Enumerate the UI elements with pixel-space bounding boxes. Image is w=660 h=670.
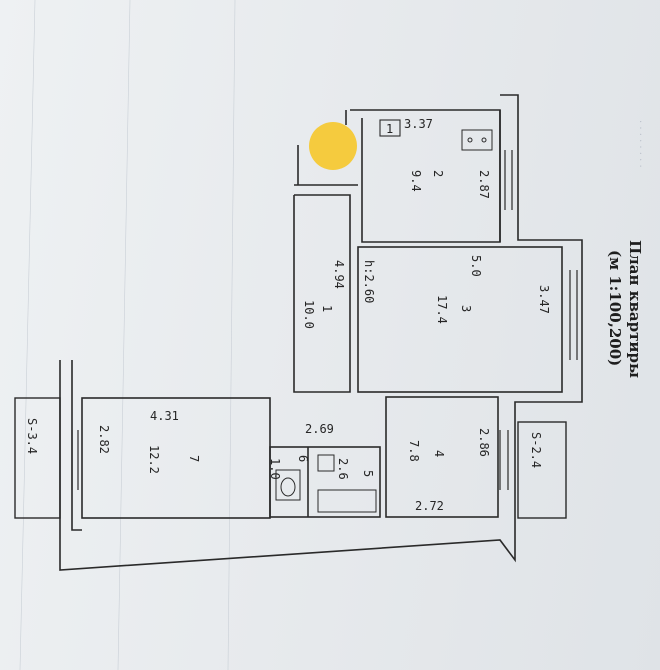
room7-area: 12.2: [147, 445, 161, 474]
room1-id: 1: [320, 305, 334, 312]
room5-id: 5: [361, 470, 375, 477]
walls: [59, 94, 583, 571]
room4-width: 2.86: [477, 428, 491, 457]
room2-width: 2.87: [477, 170, 491, 199]
room6-area: 1.0: [268, 458, 282, 480]
room3-id: 3: [459, 305, 473, 312]
plan-title: План квартиры: [626, 240, 644, 378]
room-height: h:2.60: [362, 260, 376, 303]
ghost-text: . . . . . . . .: [637, 120, 648, 168]
room1-width: 4.94: [332, 260, 346, 289]
room2-length: 3.37: [404, 117, 433, 131]
plan-scale: (м 1:100,200): [606, 250, 624, 366]
room1-area: 10.0: [302, 300, 316, 329]
room6-id: 6: [296, 455, 310, 462]
balcony-left-label: S-3.4: [25, 418, 39, 454]
room5-area: 2.6: [336, 458, 350, 480]
room-labels: 3.37 2 9.4 2.87 5.0 3 17.4 3.47 h:2.60 4…: [25, 117, 551, 513]
svg-text:. . . . . . . .: . . . . . . . .: [637, 120, 648, 168]
room4-area: 7.8: [407, 440, 421, 462]
room2-id: 2: [431, 170, 445, 177]
stove-icon: [461, 129, 493, 151]
windows: [71, 150, 578, 490]
corner-box: [379, 119, 401, 137]
room7-length: 4.31: [150, 409, 179, 423]
room3-length: 5.0: [469, 255, 483, 277]
room3-area: 17.4: [435, 295, 449, 324]
room4-id: 4: [432, 450, 446, 457]
room7-width: 2.82: [97, 425, 111, 454]
fixtures: [275, 129, 493, 513]
bathtub-icon: [317, 489, 377, 513]
room3-width: 3.47: [537, 285, 551, 314]
room2-area: 9.4: [409, 170, 423, 192]
room7-id: 7: [187, 455, 201, 462]
corridor-label: 2.69: [305, 422, 334, 436]
balcony-right-label: S-2.4: [529, 432, 543, 468]
sink-icon: [317, 454, 335, 472]
toilet-icon: [275, 469, 301, 501]
balconies: [14, 397, 567, 519]
highlight-marker: [309, 122, 357, 170]
page-ruling: [19, 0, 236, 670]
room4-length: 2.72: [415, 499, 444, 513]
corner-box-label: 1: [386, 122, 393, 136]
